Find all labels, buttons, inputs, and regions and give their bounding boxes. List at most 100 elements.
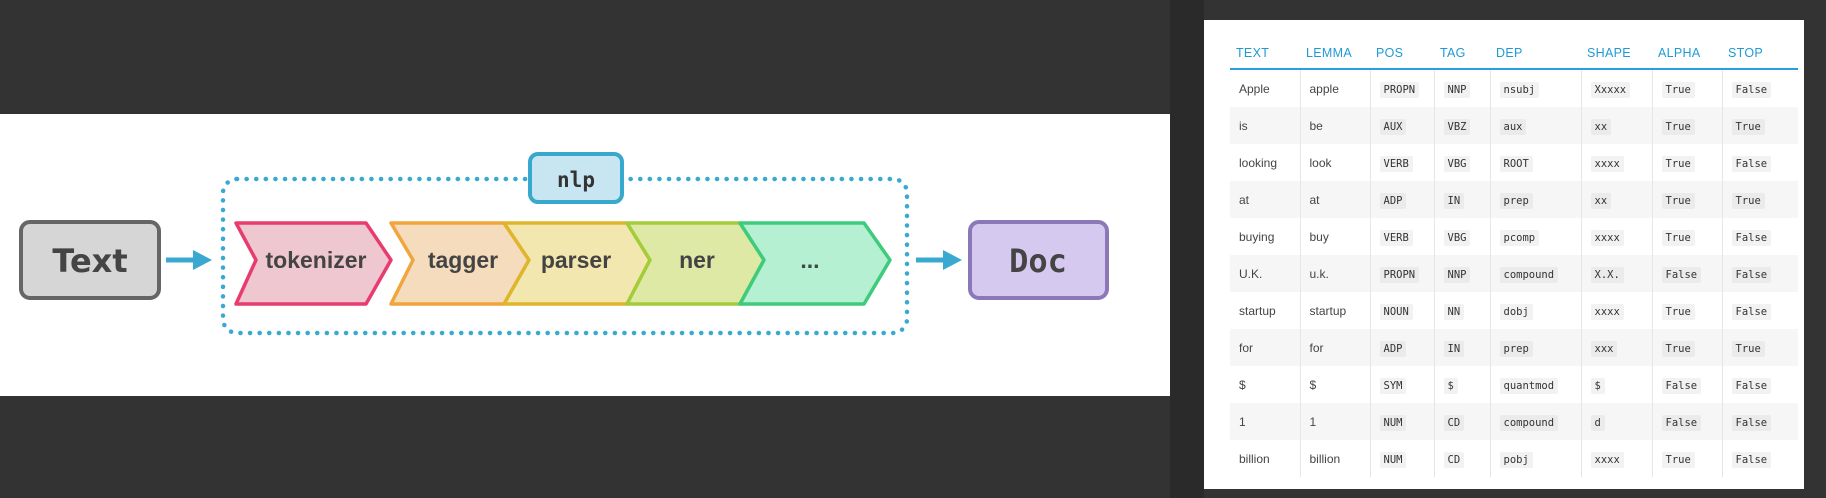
table-cell-shape: xxxx <box>1581 292 1653 329</box>
table-cell-lemma: be <box>1300 107 1371 144</box>
table-cell-stop: True <box>1722 107 1798 144</box>
code-value: pobj <box>1499 451 1533 468</box>
table-cell-tag: NNP <box>1434 255 1491 292</box>
component-parser: parser <box>502 221 652 306</box>
table-cell-text: looking <box>1230 144 1301 181</box>
table-cell-alpha: False <box>1652 403 1723 440</box>
table-cell-stop: True <box>1722 329 1798 366</box>
table-cell-text: buying <box>1230 218 1301 255</box>
table-cell-stop: False <box>1722 144 1798 181</box>
table-cell-shape: xxxx <box>1581 440 1653 477</box>
table-cell-dep: aux <box>1490 107 1582 144</box>
token-attributes-panel: TEXT LEMMA POS TAG DEP SHAPE ALPHA STOP … <box>1204 20 1804 489</box>
doc-output-box <box>968 220 1109 300</box>
column-header-alpha: ALPHA <box>1652 38 1722 70</box>
code-value: IN <box>1443 192 1465 209</box>
table-cell-pos: VERB <box>1370 144 1435 181</box>
column-header-lemma: LEMMA <box>1300 38 1370 70</box>
table-cell-pos: AUX <box>1370 107 1435 144</box>
table-cell-pos: ADP <box>1370 329 1435 366</box>
code-value: False <box>1731 266 1772 283</box>
table-cell-pos: PROPN <box>1370 69 1435 107</box>
table-cell-pos: NUM <box>1370 403 1435 440</box>
code-value: NN <box>1443 303 1465 320</box>
table-cell-tag: CD <box>1434 403 1491 440</box>
table-cell-alpha: True <box>1652 218 1723 255</box>
table-cell-stop: False <box>1722 292 1798 329</box>
code-value: PROPN <box>1379 266 1420 283</box>
code-value: VBG <box>1443 155 1471 172</box>
table-cell-lemma: u.k. <box>1300 255 1371 292</box>
code-value: compound <box>1499 266 1559 283</box>
table-cell-pos: NUM <box>1370 440 1435 477</box>
table-header-row: TEXT LEMMA POS TAG DEP SHAPE ALPHA STOP <box>1230 38 1798 70</box>
code-value: NNP <box>1443 266 1471 283</box>
arrow-out-icon <box>916 250 962 270</box>
code-value: True <box>1661 81 1695 98</box>
table-cell-alpha: True <box>1652 181 1723 218</box>
code-value: X.X. <box>1590 266 1624 283</box>
column-header-stop: STOP <box>1722 38 1798 70</box>
table-cell-lemma: apple <box>1300 69 1371 107</box>
code-value: xx <box>1590 192 1612 209</box>
table-cell-dep: ROOT <box>1490 144 1582 181</box>
code-value: VBZ <box>1443 118 1471 135</box>
table-cell-shape: xx <box>1581 107 1653 144</box>
code-value: NOUN <box>1379 303 1413 320</box>
code-value: False <box>1661 377 1702 394</box>
code-value: False <box>1731 303 1772 320</box>
code-value: False <box>1731 81 1772 98</box>
table-cell-alpha: True <box>1652 107 1723 144</box>
table-cell-stop: False <box>1722 218 1798 255</box>
table-cell-shape: xxxx <box>1581 218 1653 255</box>
code-value: CD <box>1443 451 1465 468</box>
code-value: prep <box>1499 192 1533 209</box>
table-cell-lemma: startup <box>1300 292 1371 329</box>
table-cell-tag: CD <box>1434 440 1491 477</box>
code-value: xxxx <box>1590 155 1624 172</box>
code-value: AUX <box>1379 118 1407 135</box>
text-input-label: Text <box>52 242 127 280</box>
code-value: NNP <box>1443 81 1471 98</box>
code-value: True <box>1661 192 1695 209</box>
table-cell-shape: xxx <box>1581 329 1653 366</box>
table-cell-lemma: 1 <box>1300 403 1371 440</box>
code-value: False <box>1661 266 1702 283</box>
component-more-label: ... <box>800 247 819 273</box>
code-value: NUM <box>1379 451 1407 468</box>
code-value: d <box>1590 414 1605 431</box>
code-value: ADP <box>1379 340 1407 357</box>
table-cell-alpha: True <box>1652 144 1723 181</box>
table-cell-shape: $ <box>1581 366 1653 403</box>
code-value: VBG <box>1443 229 1471 246</box>
code-value: False <box>1731 414 1772 431</box>
arrow-in-icon <box>166 250 212 270</box>
table-cell-text: startup <box>1230 292 1301 329</box>
table-cell-stop: False <box>1722 440 1798 477</box>
table-cell-lemma: buy <box>1300 218 1371 255</box>
table-cell-pos: NOUN <box>1370 292 1435 329</box>
table-cell-lemma: $ <box>1300 366 1371 403</box>
pipeline-diagram-panel: nlp Text tokenizer tagger parser ner .. <box>0 114 1170 396</box>
code-value: True <box>1731 118 1765 135</box>
code-value: IN <box>1443 340 1465 357</box>
code-value: $ <box>1590 377 1605 394</box>
code-value: False <box>1661 414 1702 431</box>
code-value: True <box>1661 155 1695 172</box>
table-cell-dep: prep <box>1490 329 1582 366</box>
table-cell-stop: False <box>1722 69 1798 107</box>
code-value: True <box>1661 229 1695 246</box>
component-tagger-label: tagger <box>428 247 498 273</box>
column-header-pos: POS <box>1370 38 1434 70</box>
table-cell-tag: NNP <box>1434 69 1491 107</box>
table-cell-lemma: for <box>1300 329 1371 366</box>
table-cell-tag: $ <box>1434 366 1491 403</box>
